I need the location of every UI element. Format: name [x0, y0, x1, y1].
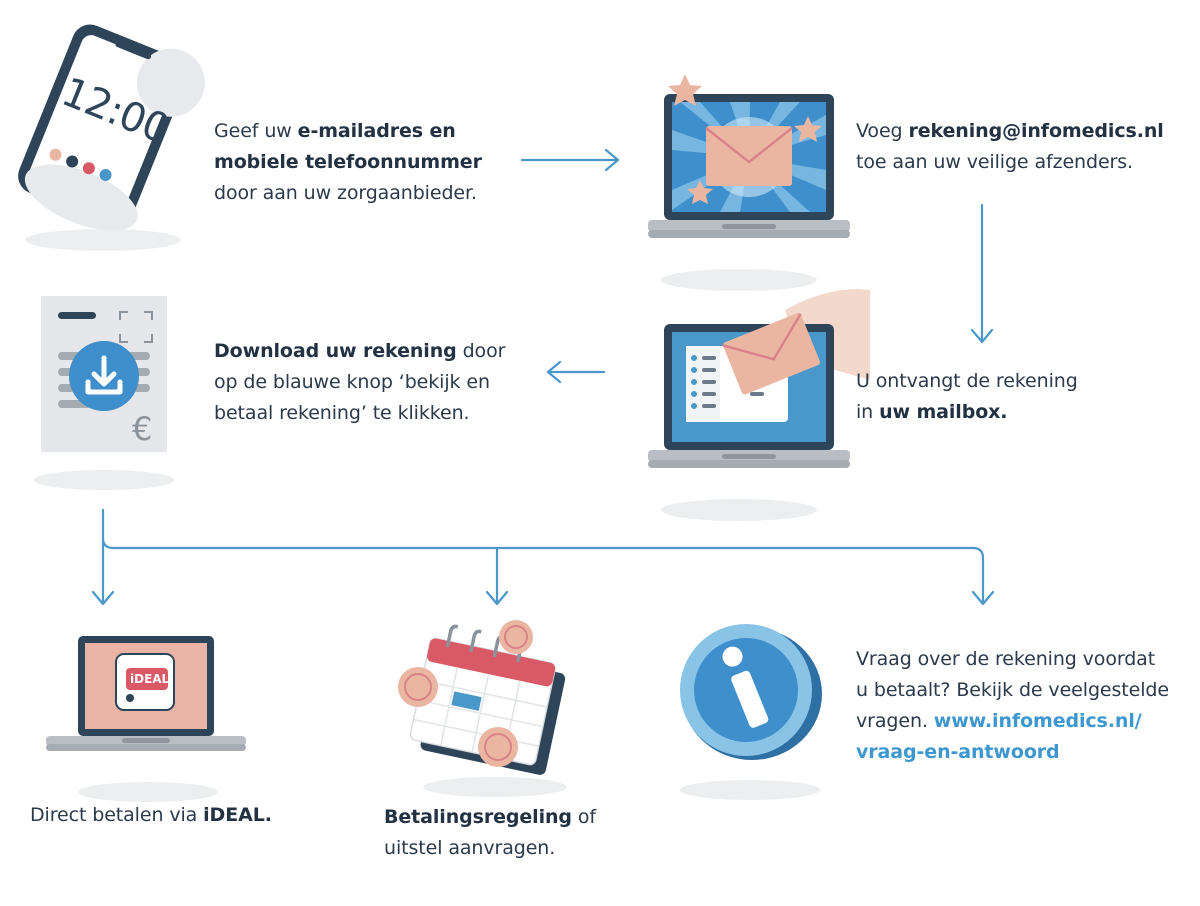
regeling-text: Betalingsregeling of uitstel aanvragen.	[384, 806, 596, 859]
shadow	[680, 780, 820, 800]
step4-text: Download uw rekening door op de blauwe k…	[214, 340, 506, 424]
step-document-download: €	[20, 290, 190, 500]
shadow	[423, 777, 567, 797]
envelope-icon	[706, 126, 792, 186]
euro-icon: €	[132, 410, 152, 448]
star-icon	[687, 180, 713, 204]
shadow	[78, 782, 218, 802]
star-icon	[668, 74, 702, 106]
step-laptop-mailbox	[610, 289, 870, 530]
envelope-icon	[722, 312, 821, 395]
shadow	[25, 229, 181, 251]
ideal-logo-text: iDEAL	[130, 672, 170, 686]
coin-icon	[499, 620, 533, 654]
faq-link[interactable]: www.infomedics.nl/	[933, 710, 1142, 732]
info-text: Vraag over de rekening voordat u betaalt…	[856, 648, 1169, 763]
option-calendar	[390, 615, 570, 800]
step-phone: 12:00	[0, 0, 210, 260]
star-icon	[794, 116, 822, 142]
option-ideal: iDEAL	[40, 630, 260, 810]
step-laptop-envelope	[610, 60, 870, 300]
option-info	[670, 610, 840, 810]
shadow	[661, 499, 817, 521]
step1-text: Geef uw e-mailadres en mobiele telefoonn…	[214, 120, 482, 204]
shadow	[661, 269, 817, 291]
ideal-text: Direct betalen via iDEAL.	[30, 804, 272, 826]
branch-connector	[101, 508, 985, 604]
step2-text: Voeg rekening@infomedics.nl toe aan uw v…	[856, 120, 1164, 173]
step3-text: U ontvangt de rekening in uw mailbox.	[856, 370, 1078, 423]
coin-icon	[398, 667, 438, 707]
faq-link-continued[interactable]: vraag-en-antwoord	[856, 741, 1060, 763]
coin-icon	[478, 727, 518, 767]
shadow	[34, 470, 174, 490]
